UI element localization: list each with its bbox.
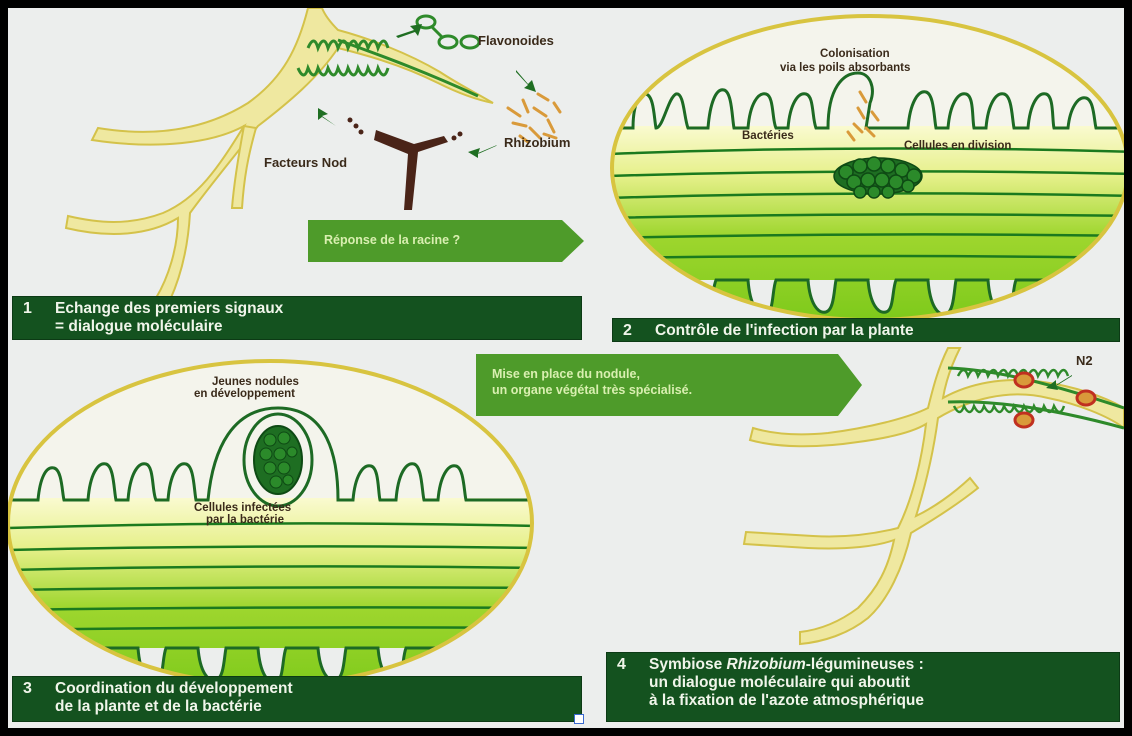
banner-4-line2: un dialogue moléculaire qui aboutit [649,674,924,692]
reponse-racine-text: Réponse de la racine ? [324,233,460,248]
cellules-infectees-label-line1: Cellules infectées [194,502,291,514]
banner-3-line1: Coordination du développement [55,680,293,698]
nod-factor-molecule [348,118,463,211]
flavonoides-label: Flavonoides [478,34,554,48]
banner-4-line1-post: -légumineuses : [806,656,924,673]
banner-3-line2: de la plante et de la bactérie [55,698,293,716]
jeunes-nodules-label-line2: en développement [194,388,295,400]
mise-en-place-line2: un organe végétal très spécialisé. [492,383,692,398]
reponse-racine-arrow: Réponse de la racine ? [308,220,586,262]
banner-3-text: Coordination du développement de la plan… [55,680,293,716]
banner-2-text: Contrôle de l'infection par la plante [655,322,914,340]
cellules-infectees-label-line2: par la bactérie [206,514,284,526]
flavonoid-molecules [417,16,479,48]
banner-1-line2: = dialogue moléculaire [55,318,283,336]
banner-1-number: 1 [23,300,32,318]
banner-4-line1-pre: Symbiose [649,656,727,673]
colonisation-label-line2: via les poils absorbants [780,62,910,74]
banner-4-line1-italic: Rhizobium [727,656,806,673]
figure-frame: Flavonoides Rhizobium Facteurs Nod Colon… [8,8,1124,728]
caption-banner-1: 1 Echange des premiers signaux = dialogu… [12,296,582,340]
bacteries-label: Bactéries [742,130,794,142]
panel3-root-section [8,361,538,698]
jeunes-nodules-label-line1: Jeunes nodules [212,376,299,388]
banner-4-text: Symbiose Rhizobium-légumineuses : un dia… [649,656,924,710]
facteurs-nod-label: Facteurs Nod [264,156,347,170]
banner-4-line3: à la fixation de l'azote atmosphérique [649,692,924,710]
banner-3-number: 3 [23,680,32,698]
banner-4-line1: Symbiose Rhizobium-légumineuses : [649,656,924,674]
mise-en-place-line1: Mise en place du nodule, [492,367,640,382]
caption-banner-4: 4 Symbiose Rhizobium-légumineuses : un d… [606,652,1120,722]
cellules-division-label: Cellules en division [904,140,1011,152]
banner-4-number: 4 [617,656,626,674]
banner-2-number: 2 [623,322,632,340]
rhizobium-label: Rhizobium [504,136,570,150]
caption-banner-2: 2 Contrôle de l'infection par la plante [612,318,1120,342]
caption-banner-3: 3 Coordination du développement de la pl… [12,676,582,722]
banner-1-text: Echange des premiers signaux = dialogue … [55,300,283,336]
banner-1-line1: Echange des premiers signaux [55,300,283,318]
mise-en-place-arrow: Mise en place du nodule, un organe végét… [476,354,864,416]
colonisation-label-line1: Colonisation [820,48,890,60]
resize-handle[interactable] [574,714,584,724]
young-nodule [254,426,302,494]
n2-label: N2 [1076,354,1093,368]
